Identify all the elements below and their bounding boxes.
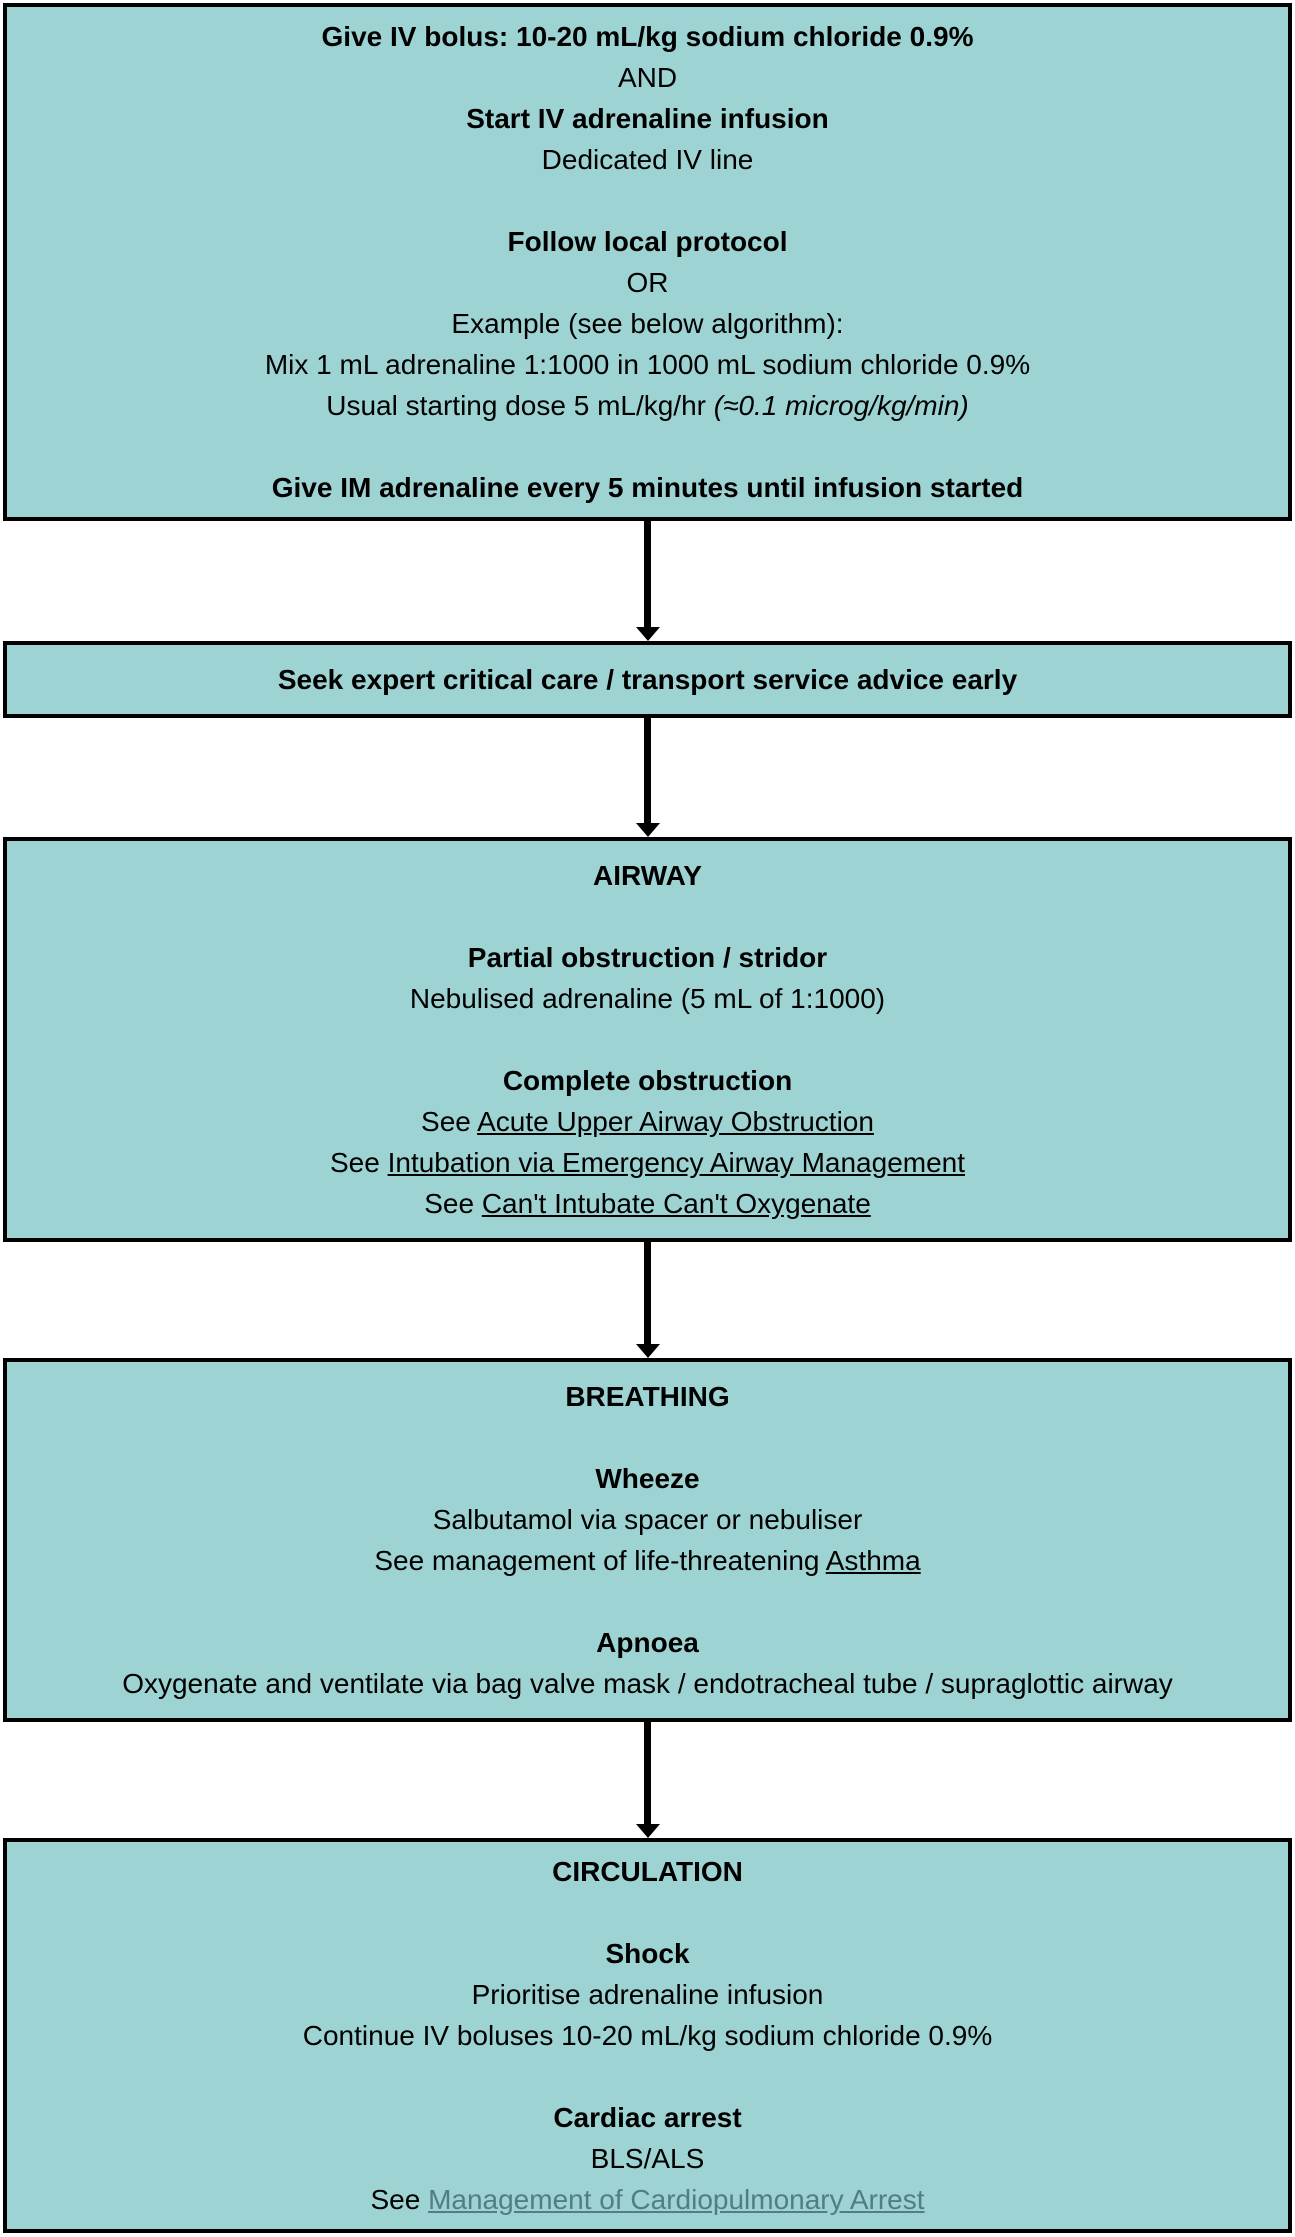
text-line: Start IV adrenaline infusion — [466, 98, 829, 139]
text-span: Nebulised adrenaline (5 mL of 1:1000) — [409, 983, 886, 1014]
text-span: See — [421, 1106, 478, 1137]
link-asthma[interactable]: Asthma — [825, 1545, 921, 1576]
text-span: Start IV adrenaline infusion — [466, 103, 829, 134]
text-line — [644, 426, 652, 467]
link-cant-intubate-cant-oxygenate[interactable]: Can't Intubate Can't Oxygenate — [481, 1188, 871, 1219]
text-line: Complete obstruction — [503, 1060, 792, 1101]
text-line: Partial obstruction / stridor — [468, 937, 827, 978]
text-line — [644, 1417, 652, 1458]
text-line: Usual starting dose 5 mL/kg/hr (≈0.1 mic… — [326, 385, 969, 426]
arrow-line — [644, 718, 651, 823]
arrow-down-icon — [635, 1344, 660, 1358]
text-line: Dedicated IV line — [542, 139, 754, 180]
text-line: Example (see below algorithm): — [451, 303, 843, 344]
text-span: Complete obstruction — [502, 1065, 793, 1096]
link-acute-upper-airway-obstruction[interactable]: Acute Upper Airway Obstruction — [477, 1106, 874, 1137]
text-line — [644, 1019, 652, 1060]
text-line: Follow local protocol — [508, 221, 788, 262]
text-span: AND — [617, 62, 678, 93]
text-line: Continue IV boluses 10-20 mL/kg sodium c… — [303, 2015, 993, 2056]
text-line: AIRWAY — [593, 855, 702, 896]
text-line: See management of life-threatening Asthm… — [374, 1540, 920, 1581]
text-span: Cardiac arrest — [553, 2102, 742, 2133]
text-line — [644, 2056, 652, 2097]
text-span: See — [424, 1188, 482, 1219]
text-line: Oxygenate and ventilate via bag valve ma… — [122, 1663, 1173, 1704]
text-span: Partial obstruction / stridor — [467, 942, 828, 973]
text-line: Cardiac arrest — [553, 2097, 741, 2138]
arrow-line — [644, 521, 651, 627]
flow-arrow — [3, 521, 1292, 641]
text-span: Usual starting dose 5 mL/kg/hr — [326, 390, 714, 421]
text-line: AND — [618, 57, 677, 98]
link-intubation-via-emergency-airway-management[interactable]: Intubation via Emergency Airway Manageme… — [387, 1147, 966, 1178]
arrow-line — [644, 1722, 651, 1824]
arrow-down-icon — [635, 1824, 660, 1838]
text-span: BLS/ALS — [590, 2143, 705, 2174]
breathing-heading: BREATHING — [565, 1381, 730, 1412]
text-span: See — [370, 2184, 429, 2215]
text-line: BLS/ALS — [591, 2138, 705, 2179]
text-span: Salbutamol via spacer or nebuliser — [432, 1504, 863, 1535]
text-span: Continue IV boluses 10-20 mL/kg sodium c… — [302, 2020, 993, 2051]
text-line: Nebulised adrenaline (5 mL of 1:1000) — [410, 978, 885, 1019]
text-line: Mix 1 mL adrenaline 1:1000 in 1000 mL so… — [265, 344, 1030, 385]
flow-arrow — [3, 1722, 1292, 1838]
airway-heading: AIRWAY — [593, 860, 702, 891]
text-span: See — [329, 1147, 388, 1178]
text-span: OR — [626, 267, 669, 298]
text-span: Give IV bolus: 10-20 mL/kg sodium chlori… — [321, 21, 974, 52]
text-span: Seek expert critical care / transport se… — [277, 664, 1018, 695]
text-span: See management of life-threatening — [374, 1545, 826, 1576]
box-seek-expert-advice: Seek expert critical care / transport se… — [3, 641, 1292, 718]
text-line: See Can't Intubate Can't Oxygenate — [424, 1183, 871, 1224]
text-line: Give IM adrenaline every 5 minutes until… — [272, 467, 1024, 508]
text-span: Give IM adrenaline every 5 minutes until… — [271, 472, 1024, 503]
text-line: Salbutamol via spacer or nebuliser — [433, 1499, 863, 1540]
text-span: Dedicated IV line — [541, 144, 754, 175]
text-line: OR — [627, 262, 669, 303]
text-line — [644, 896, 652, 937]
box-iv-fluids-adrenaline-infusion: Give IV bolus: 10-20 mL/kg sodium chlori… — [3, 3, 1292, 521]
text-span: Apnoea — [596, 1627, 699, 1658]
arrow-down-icon — [635, 627, 660, 641]
text-line: See Acute Upper Airway Obstruction — [421, 1101, 874, 1142]
link-management-of-cardiopulmonary-arrest[interactable]: Management of Cardiopulmonary Arrest — [428, 2184, 925, 2215]
flow-arrow — [3, 718, 1292, 837]
text-line: See Intubation via Emergency Airway Mana… — [330, 1142, 965, 1183]
text-span: Oxygenate and ventilate via bag valve ma… — [122, 1668, 1173, 1699]
text-line — [644, 1892, 652, 1933]
text-line: Seek expert critical care / transport se… — [278, 659, 1017, 700]
text-span: Wheeze — [595, 1463, 700, 1494]
text-span: (≈0.1 microg/kg/min) — [713, 390, 969, 421]
text-span: Follow local protocol — [507, 226, 788, 257]
text-span: Mix 1 mL adrenaline 1:1000 in 1000 mL so… — [264, 349, 1031, 380]
text-line: Apnoea — [596, 1622, 699, 1663]
text-line: See Management of Cardiopulmonary Arrest — [370, 2179, 924, 2220]
text-line — [644, 180, 652, 221]
text-span: Shock — [605, 1938, 690, 1969]
text-line: Give IV bolus: 10-20 mL/kg sodium chlori… — [322, 16, 974, 57]
arrow-line — [644, 1242, 651, 1344]
text-line — [644, 1581, 652, 1622]
text-line: Prioritise adrenaline infusion — [472, 1974, 824, 2015]
text-line: CIRCULATION — [552, 1851, 743, 1892]
arrow-down-icon — [635, 823, 660, 837]
text-line: BREATHING — [565, 1376, 729, 1417]
text-span: Prioritise adrenaline infusion — [471, 1979, 824, 2010]
flow-arrow — [3, 1242, 1292, 1358]
text-line: Shock — [605, 1933, 689, 1974]
circulation-heading: CIRCULATION — [552, 1856, 743, 1887]
text-span: Example (see below algorithm): — [451, 308, 844, 339]
text-line: Wheeze — [595, 1458, 699, 1499]
